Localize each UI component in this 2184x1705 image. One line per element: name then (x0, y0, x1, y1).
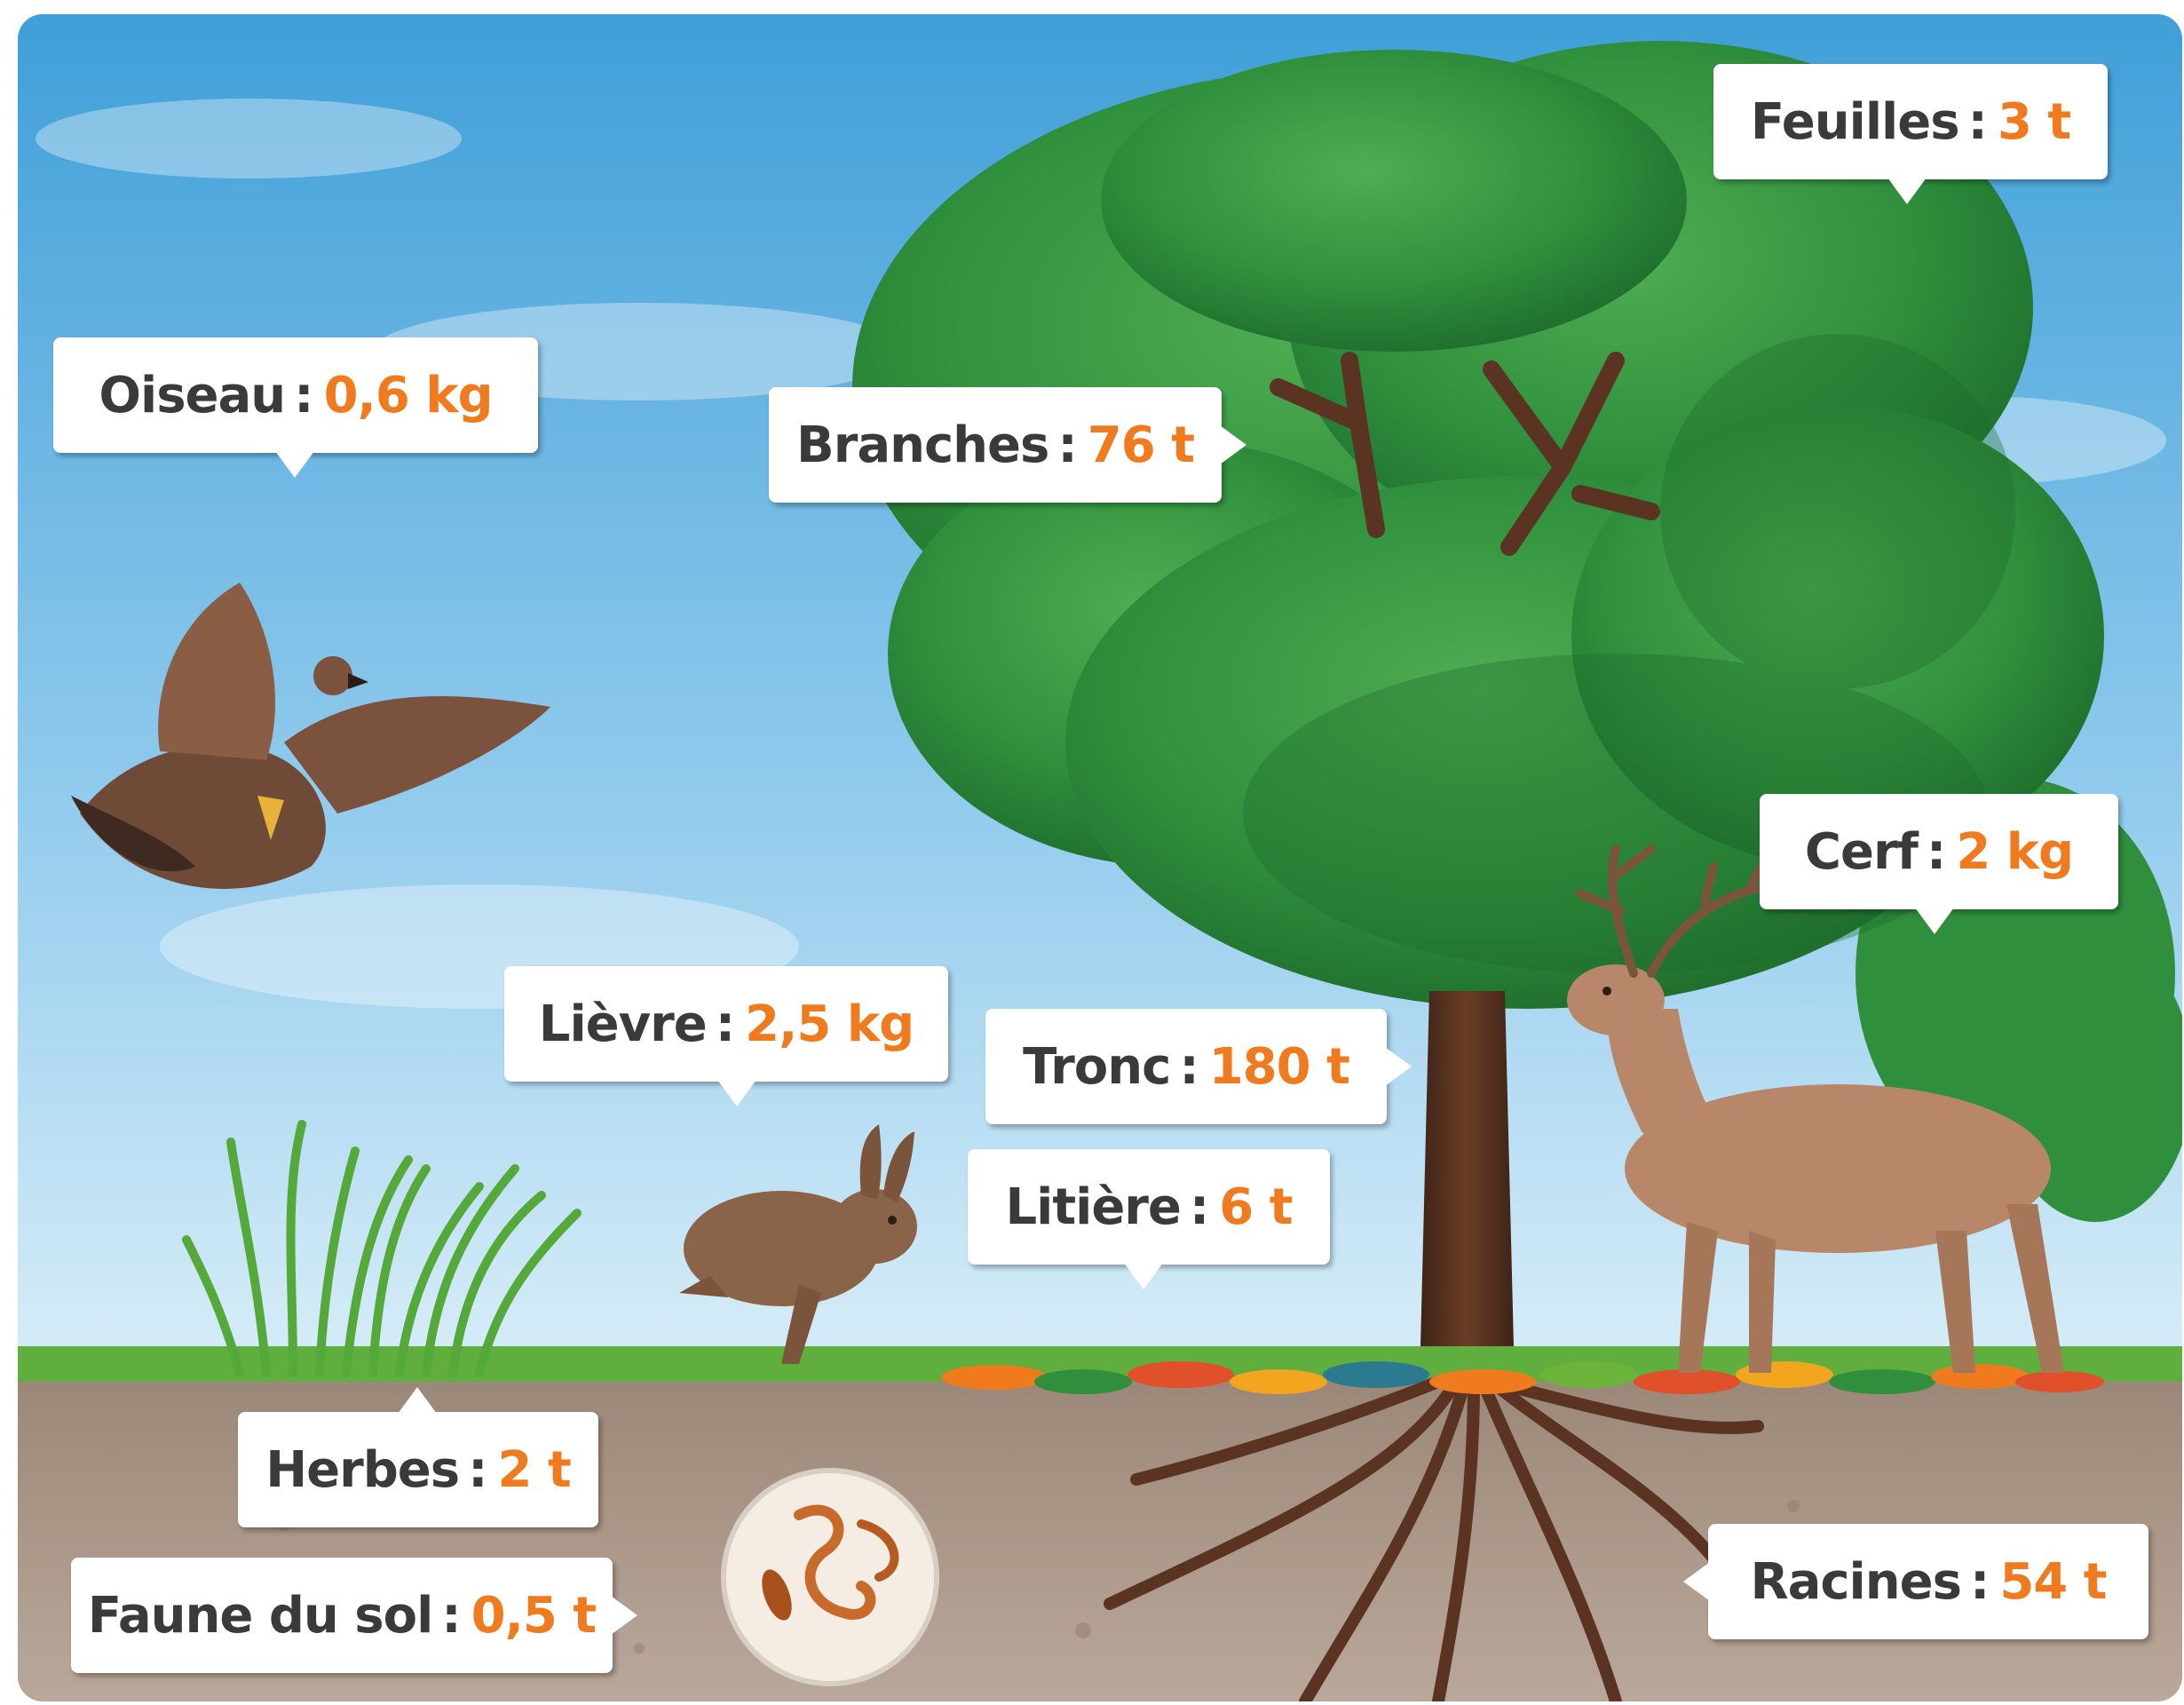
label-tronc-name: Tronc (1023, 1038, 1170, 1096)
callout-oiseau: Oiseau : 0,6 kg (53, 337, 538, 453)
label-separator: : (1057, 416, 1076, 474)
callout-pointer (1220, 425, 1246, 464)
label-separator: : (1970, 1553, 1989, 1611)
callout-pointer (398, 1387, 437, 1414)
label-separator: : (468, 1441, 487, 1499)
callout-pointer (1124, 1263, 1163, 1289)
callout-pointer (611, 1596, 637, 1635)
soil-fauna-illustration (724, 1471, 937, 1684)
label-lievre-name: Lièvre (539, 995, 707, 1053)
callout-pointer (1683, 1562, 1710, 1601)
label-branches-value: 76 t (1088, 416, 1194, 474)
callout-faune: Faune du sol : 0,5 t (71, 1558, 613, 1673)
label-litiere-name: Litière (1005, 1178, 1180, 1236)
label-lievre-value: 2,5 kg (745, 995, 914, 1053)
label-separator: : (716, 995, 734, 1053)
label-herbes-value: 2 t (498, 1441, 571, 1499)
trunk (1420, 991, 1514, 1346)
label-separator: : (441, 1587, 460, 1645)
callout-pointer (1915, 908, 1954, 934)
callout-racines: Racines : 54 t (1708, 1524, 2148, 1639)
label-herbes-name: Herbes (265, 1441, 459, 1499)
callout-litiere: Litière : 6 t (968, 1149, 1330, 1265)
label-separator: : (1179, 1038, 1198, 1096)
callout-pointer (1385, 1047, 1412, 1086)
label-racines-value: 54 t (1999, 1553, 2106, 1611)
callout-feuilles: Feuilles : 3 t (1713, 64, 2108, 179)
label-branches-name: Branches (796, 416, 1048, 474)
label-oiseau-value: 0,6 kg (324, 367, 493, 424)
label-faune-name: Faune du sol (88, 1587, 432, 1645)
callout-herbes: Herbes : 2 t (238, 1412, 598, 1527)
label-cerf-value: 2 kg (1956, 823, 2073, 881)
label-litiere-value: 6 t (1219, 1178, 1292, 1236)
callout-lievre: Lièvre : 2,5 kg (504, 966, 948, 1082)
label-separator: : (1927, 823, 1945, 881)
label-feuilles-name: Feuilles (1751, 93, 1959, 151)
label-racines-name: Racines (1750, 1553, 1960, 1611)
label-feuilles-value: 3 t (1998, 93, 2070, 151)
label-separator: : (1968, 93, 1987, 151)
callout-pointer (717, 1080, 756, 1106)
label-cerf-name: Cerf (1805, 823, 1918, 881)
callout-tronc: Tronc : 180 t (985, 1009, 1387, 1124)
label-separator: : (294, 367, 313, 424)
label-faune-value: 0,5 t (471, 1587, 596, 1645)
callout-pointer (275, 451, 314, 478)
callout-branches: Branches : 76 t (769, 387, 1222, 503)
callout-cerf: Cerf : 2 kg (1760, 794, 2118, 909)
callout-pointer (1887, 178, 1927, 204)
label-tronc-value: 180 t (1209, 1038, 1349, 1096)
ecosystem-scene: Feuilles : 3 t Oiseau : 0,6 kg Branches … (18, 14, 2182, 1701)
label-separator: : (1190, 1178, 1208, 1236)
label-oiseau-name: Oiseau (99, 367, 285, 424)
